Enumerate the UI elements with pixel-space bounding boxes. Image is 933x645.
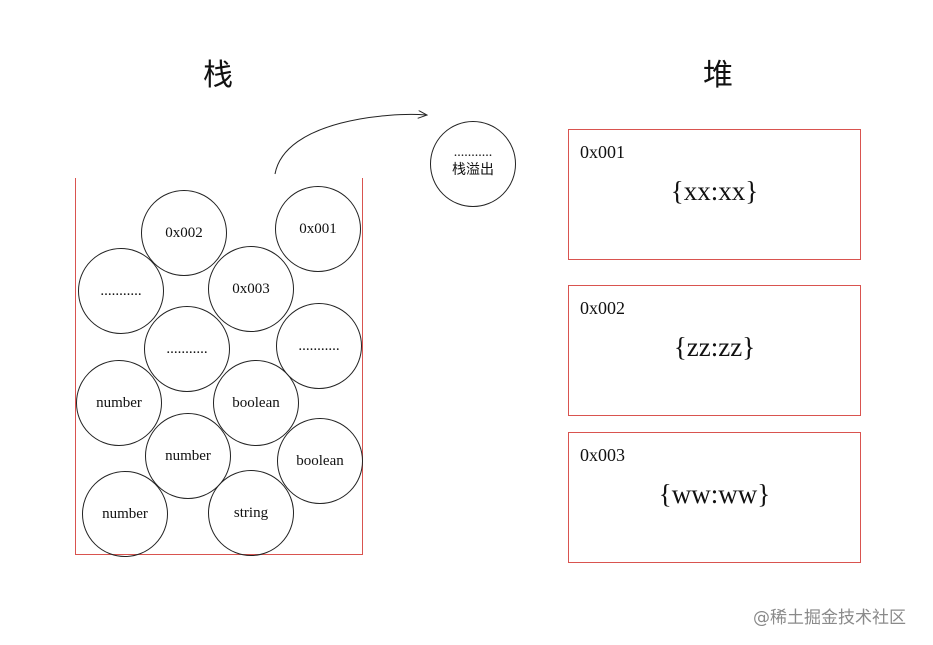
overflow-dots: ........... <box>453 145 493 160</box>
heap-address: 0x001 <box>580 142 625 162</box>
heap-box: 0x001 {xx:xx} <box>568 129 861 260</box>
stack-item: ........... <box>276 303 362 389</box>
stack-item: 0x001 <box>275 186 361 272</box>
stack-item: boolean <box>213 360 299 446</box>
stack-item: boolean <box>277 418 363 504</box>
stack-item: string <box>208 470 294 556</box>
stack-overflow-item: ........... 栈溢出 <box>430 121 516 207</box>
stack-item: ........... <box>78 248 164 334</box>
heap-address: 0x002 <box>580 298 625 318</box>
heap-value: {zz:zz} <box>673 332 756 362</box>
heap-value: {ww:ww} <box>658 479 771 509</box>
stack-title: 栈 <box>203 58 233 93</box>
heap-box: 0x002 {zz:zz} <box>568 285 861 416</box>
stack-item: 0x002 <box>141 190 227 276</box>
watermark: @稀土掘金技术社区 <box>753 608 906 628</box>
stack-item: number <box>82 471 168 557</box>
stack-item: number <box>76 360 162 446</box>
heap-address: 0x003 <box>580 445 625 465</box>
stack-item: number <box>145 413 231 499</box>
heap-value: {xx:xx} <box>670 176 759 206</box>
stack-item: 0x003 <box>208 246 294 332</box>
heap-box: 0x003 {ww:ww} <box>568 432 861 563</box>
heap-title: 堆 <box>703 58 733 93</box>
overflow-label: 栈溢出 <box>452 163 494 178</box>
stack-item: ........... <box>144 306 230 392</box>
stack-container <box>75 178 363 555</box>
